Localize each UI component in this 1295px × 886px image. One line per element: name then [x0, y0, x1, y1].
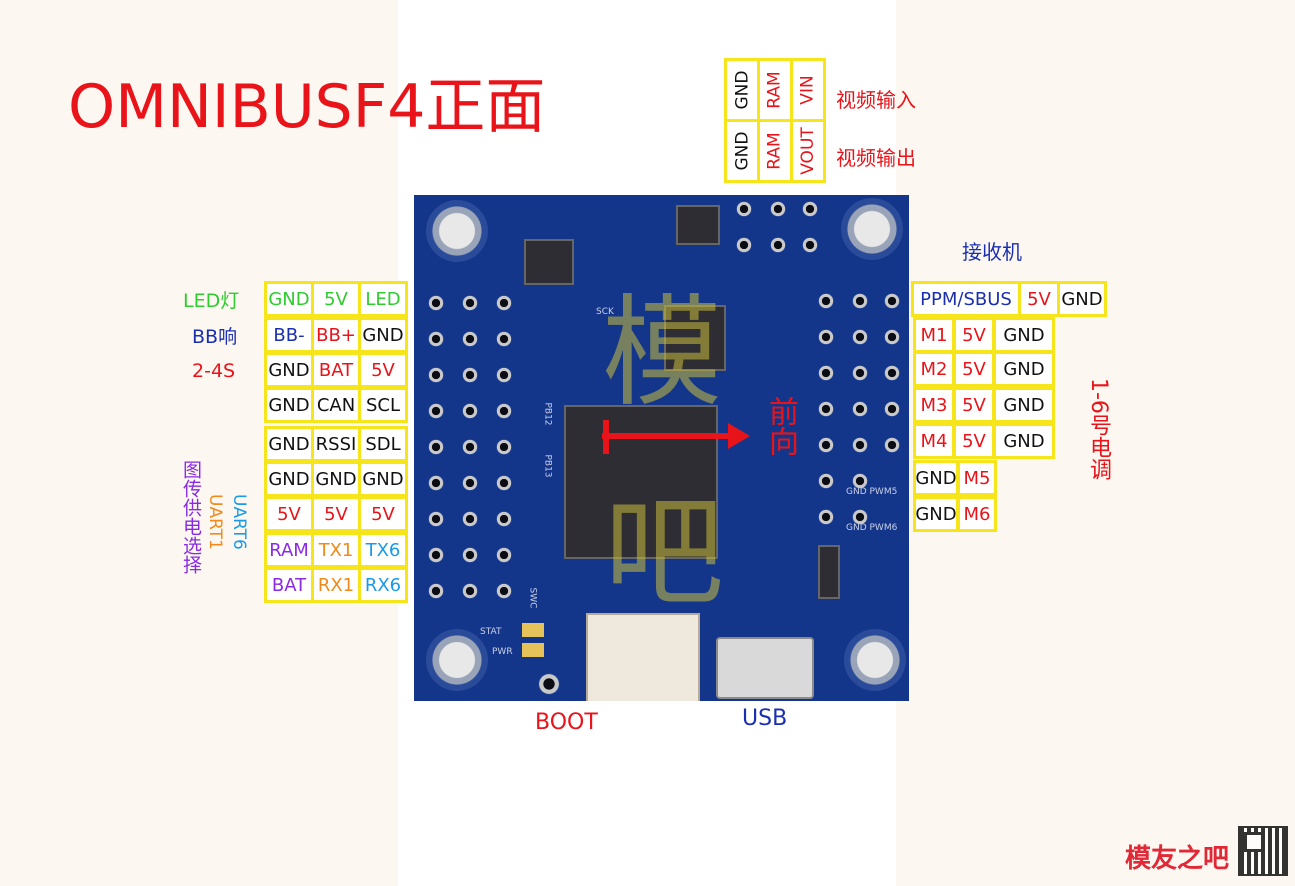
watermark-glyph-2: 吧	[604, 484, 724, 623]
boot-button	[538, 673, 560, 695]
pin-gnd: GND	[358, 461, 408, 497]
pin-gnd: GND	[264, 426, 314, 462]
video-out-pin-3: VOUT	[790, 119, 826, 183]
pin-m1: M1	[913, 317, 955, 353]
side-component	[818, 545, 840, 599]
pin-gnd: GND	[993, 423, 1055, 459]
uart1-label: UART1	[205, 494, 225, 550]
silk-pb12: PB12	[542, 402, 553, 426]
pin-ppm-sbus: PPM/SBUS	[911, 281, 1021, 317]
pin-tx6: TX6	[358, 532, 408, 568]
silk-stat: STAT	[480, 627, 502, 637]
pin-bb-plus: BB+	[311, 317, 361, 353]
mcu-chip	[564, 405, 718, 559]
pin-bb-minus: BB-	[264, 317, 314, 353]
usb-port	[716, 637, 814, 699]
video-in-pin-1: GND	[724, 58, 760, 122]
pin-5v: 5V	[953, 423, 995, 459]
pin-gnd: GND	[264, 461, 314, 497]
pin-5v: 5V	[953, 387, 995, 423]
pin-rssi: RSSI	[311, 426, 361, 462]
pin-bat: BAT	[311, 352, 361, 388]
mount-hole-bottom-left	[426, 629, 488, 691]
site-logo: 模友之吧	[1125, 838, 1229, 875]
silk-sck: SCK	[596, 307, 614, 317]
pin-5v: 5V	[264, 496, 314, 532]
front-direction-arrow	[602, 433, 742, 439]
video-in-pin-2: RAM	[757, 58, 793, 122]
pin-gnd: GND	[993, 317, 1055, 353]
pin-gnd: GND	[993, 387, 1055, 423]
pin-5v: 5V	[311, 281, 361, 317]
regulator-chip	[676, 205, 720, 245]
pin-ram: RAM	[264, 532, 314, 568]
video-out-pin-2: RAM	[757, 119, 793, 183]
pin-5v: 5V	[1018, 281, 1060, 317]
watermark-glyph-1: 模	[602, 284, 722, 423]
usb-label: USB	[742, 706, 788, 731]
pin-bat: BAT	[264, 567, 314, 603]
pin-scl: SCL	[358, 387, 408, 423]
osd-chip	[664, 305, 726, 371]
boot-connector	[586, 613, 700, 701]
qr-code-icon	[1238, 826, 1288, 876]
video-out-label: 视频输出	[836, 146, 916, 170]
led-label: LED灯	[183, 290, 240, 312]
logo-text: 模友之吧	[1125, 844, 1230, 874]
buzzer-label: BB响	[192, 326, 238, 348]
pin-rx6: RX6	[358, 567, 408, 603]
pin-gnd: GND	[1057, 281, 1107, 317]
uart6-label: UART6	[229, 494, 249, 550]
silk-swc: SWC	[527, 587, 538, 609]
pin-gnd: GND	[913, 496, 959, 532]
small-chip	[524, 239, 574, 285]
battery-label: 2-4S	[192, 360, 236, 382]
pin-tx1: TX1	[311, 532, 361, 568]
silk-gnd-pwm5: GND PWM5	[846, 487, 898, 497]
pin-m3: M3	[913, 387, 955, 423]
vtx-power-select-label: 图传供电选择	[180, 460, 202, 574]
page-title: OMNIBUSF4正面	[68, 72, 546, 142]
video-in-pin-3: VIN	[790, 58, 826, 122]
pin-gnd: GND	[264, 281, 314, 317]
video-out-pin-1: GND	[724, 119, 760, 183]
silk-gnd-pwm6: GND PWM6	[846, 523, 898, 533]
boot-label: BOOT	[535, 710, 598, 735]
pin-gnd: GND	[264, 387, 314, 423]
pin-gnd: GND	[913, 460, 959, 496]
pin-5v: 5V	[953, 351, 995, 387]
pin-5v: 5V	[311, 496, 361, 532]
mount-hole-top-left	[426, 200, 488, 262]
pin-5v: 5V	[953, 317, 995, 353]
pin-m2: M2	[913, 351, 955, 387]
arrow-head-icon	[728, 423, 750, 449]
silk-pb13: PB13	[542, 454, 553, 478]
pin-5v: 5V	[358, 496, 408, 532]
pin-can: CAN	[311, 387, 361, 423]
receiver-label: 接收机	[962, 240, 1022, 264]
pin-sdl: SDL	[358, 426, 408, 462]
pin-m4: M4	[913, 423, 955, 459]
pin-m5: M5	[957, 460, 997, 496]
flight-controller-board: PB12 PB13 SCK GND PWM5 GND PWM6 STAT PWR…	[414, 195, 909, 701]
pin-rx1: RX1	[311, 567, 361, 603]
mount-hole-top-right	[841, 198, 903, 260]
pin-gnd: GND	[311, 461, 361, 497]
status-led	[522, 623, 544, 637]
pin-gnd: GND	[993, 351, 1055, 387]
pin-5v: 5V	[358, 352, 408, 388]
pin-m6: M6	[957, 496, 997, 532]
video-in-label: 视频输入	[836, 88, 916, 112]
mount-hole-bottom-right	[844, 629, 906, 691]
pin-led: LED	[358, 281, 408, 317]
pin-gnd: GND	[358, 317, 408, 353]
esc-motor-label: 1-6号电调	[1086, 378, 1111, 480]
power-led	[522, 643, 544, 657]
pin-gnd: GND	[264, 352, 314, 388]
silk-pwr: PWR	[492, 647, 513, 657]
front-direction-label: 前向	[763, 396, 798, 456]
